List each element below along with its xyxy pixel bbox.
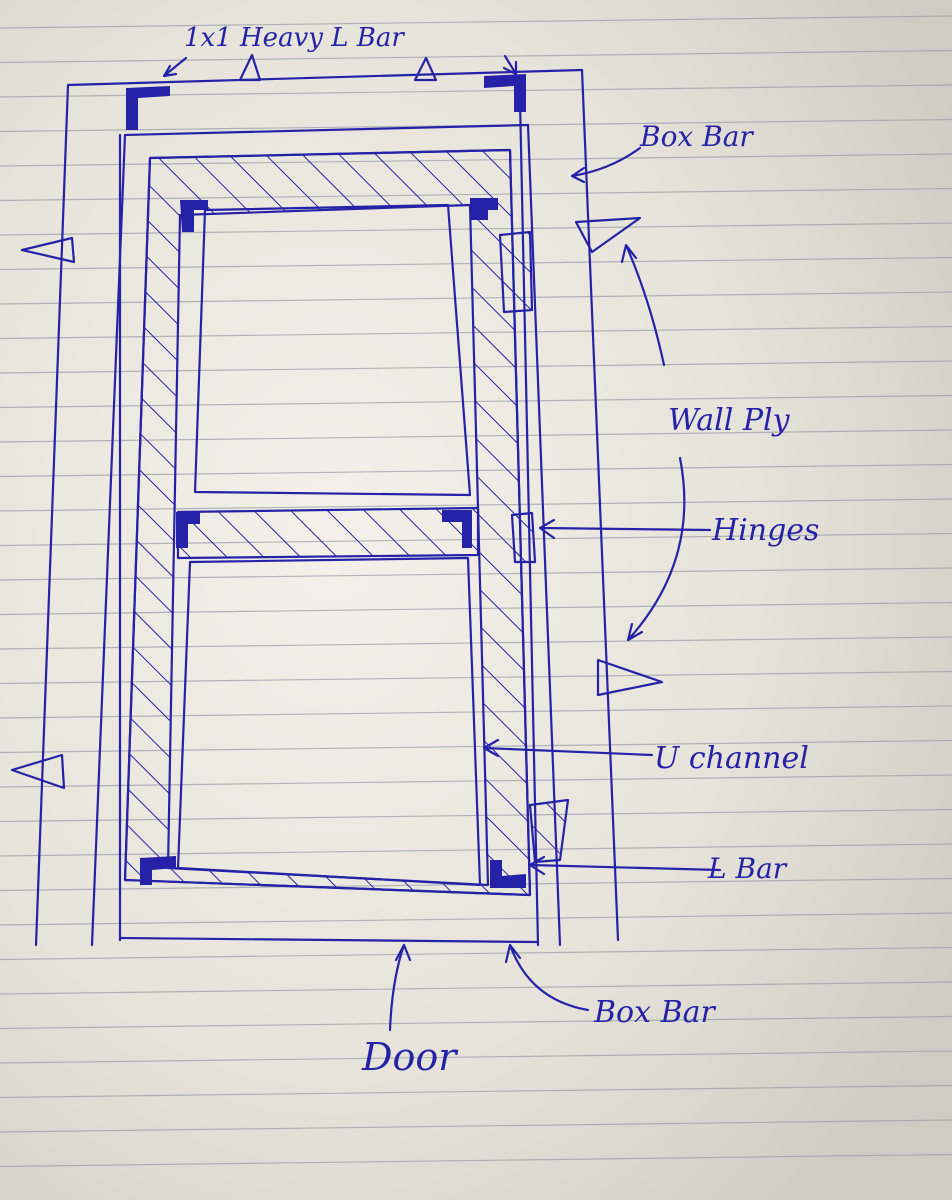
label-box-bar-top: Box Bar [639, 120, 754, 153]
arrow-wall-ply-up [620, 243, 666, 367]
ruled-line [0, 1084, 952, 1099]
bracket-mid-right [442, 510, 472, 548]
right-strip-top [498, 230, 534, 314]
bracket-top-right [484, 74, 526, 112]
outer-frame-left-line [34, 83, 70, 947]
bracket-bottom-right [490, 860, 526, 888]
label-hinges: Hinges [711, 513, 819, 548]
ruled-line [0, 981, 952, 995]
outer-frame-top-line [66, 68, 584, 87]
triangle-left-upper [20, 236, 76, 264]
upper-panel-outline [193, 203, 472, 497]
bracket-mid-left [176, 512, 200, 548]
label-u-channel: U channel [654, 741, 809, 776]
arrow-box-bar-bottom [504, 943, 590, 1012]
arrow-1x1-leader [162, 56, 188, 78]
arrow-hinges [538, 518, 712, 540]
ruled-line [0, 912, 952, 926]
bracket-top-left [126, 86, 170, 130]
arrow-l-bar-bottom [528, 855, 722, 876]
triangle-top-2 [413, 56, 438, 82]
ruled-line [0, 946, 952, 961]
triangle-top-1 [238, 53, 262, 82]
bracket-bottom-left [140, 856, 176, 885]
label-l-bar: L Bar [707, 852, 788, 885]
arrow-wall-ply-down [626, 456, 686, 642]
outer-frame-right-line [580, 68, 620, 942]
bracket-door-top-left [180, 200, 208, 232]
triangle-right-upper [574, 216, 642, 254]
label-box-bar-bottom: Box Bar [593, 995, 716, 1030]
middle-rail-hatched [176, 506, 480, 560]
bracket-door-top-right [470, 198, 498, 220]
frame-bottom-line [118, 936, 540, 944]
arrow-door [388, 943, 412, 1032]
arrow-l-bar-top-leader [502, 54, 518, 76]
ruled-line [0, 1050, 952, 1064]
door-frame-outline [123, 148, 532, 897]
label-top-heavy-l-bar: 1x1 Heavy L Bar [184, 23, 405, 53]
arrow-box-bar-top [570, 146, 642, 184]
ruled-line [0, 49, 952, 64]
triangle-left-lower [10, 753, 66, 790]
ruled-line [0, 1153, 952, 1168]
label-door: Door [361, 1035, 459, 1079]
lower-panel-outline [176, 556, 482, 887]
arrow-u-channel [482, 738, 654, 758]
right-strip-bottom [528, 798, 570, 864]
ruled-line [0, 15, 952, 29]
ruled-line [0, 1015, 952, 1030]
label-wall-ply: Wall Ply [668, 403, 791, 438]
right-strip-middle [510, 511, 537, 564]
ruled-line [0, 1119, 952, 1133]
corner-brackets [126, 74, 526, 888]
inner-frame-top-line [123, 123, 530, 137]
triangle-right-lower [596, 658, 664, 697]
